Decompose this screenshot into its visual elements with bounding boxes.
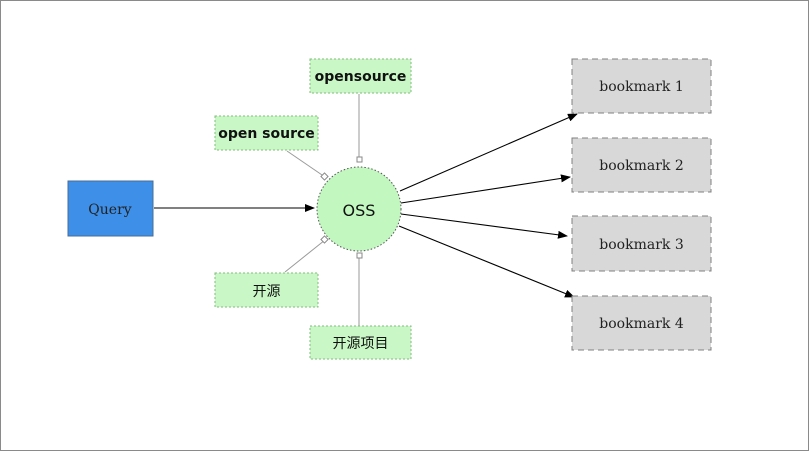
port-top <box>356 156 363 163</box>
bookmark-4-label: bookmark 4 <box>599 316 684 332</box>
oss-to-bookmark-3-arrow <box>400 213 568 239</box>
oss-label: OSS <box>343 201 376 220</box>
port-top-left <box>320 172 329 181</box>
port-bottom <box>356 252 363 259</box>
query-node: Query <box>67 180 154 237</box>
bookmark-2: bookmark 2 <box>571 137 712 193</box>
bookmark-3: bookmark 3 <box>571 215 712 272</box>
port-bottom-left <box>320 235 329 244</box>
connector-kaiyuan <box>284 239 326 273</box>
oss-node: OSS <box>316 166 402 252</box>
synonym-kaiyuan: 开源 <box>214 272 319 308</box>
bookmark-1: bookmark 1 <box>571 58 712 114</box>
oss-to-bookmark-4-arrow <box>398 225 575 298</box>
synonym-open-source: open source <box>214 115 319 151</box>
synonym-kaiyuan-xiangmu-label: 开源项目 <box>333 336 389 352</box>
bookmark-1-label: bookmark 1 <box>599 79 683 95</box>
synonym-kaiyuan-xiangmu: 开源项目 <box>309 325 412 360</box>
query-label: Query <box>88 202 131 218</box>
synonym-open-source-label: open source <box>218 126 315 142</box>
synonym-kaiyuan-label: 开源 <box>253 284 281 300</box>
synonym-opensource: opensource <box>309 58 412 94</box>
bookmark-3-label: bookmark 3 <box>599 237 683 253</box>
bookmark-2-label: bookmark 2 <box>599 158 683 174</box>
connector-open-source <box>286 150 326 178</box>
bookmark-4: bookmark 4 <box>571 295 712 351</box>
synonym-opensource-label: opensource <box>315 69 407 85</box>
oss-to-bookmark-1-arrow <box>399 113 578 192</box>
oss-to-bookmark-2-arrow <box>400 174 571 204</box>
